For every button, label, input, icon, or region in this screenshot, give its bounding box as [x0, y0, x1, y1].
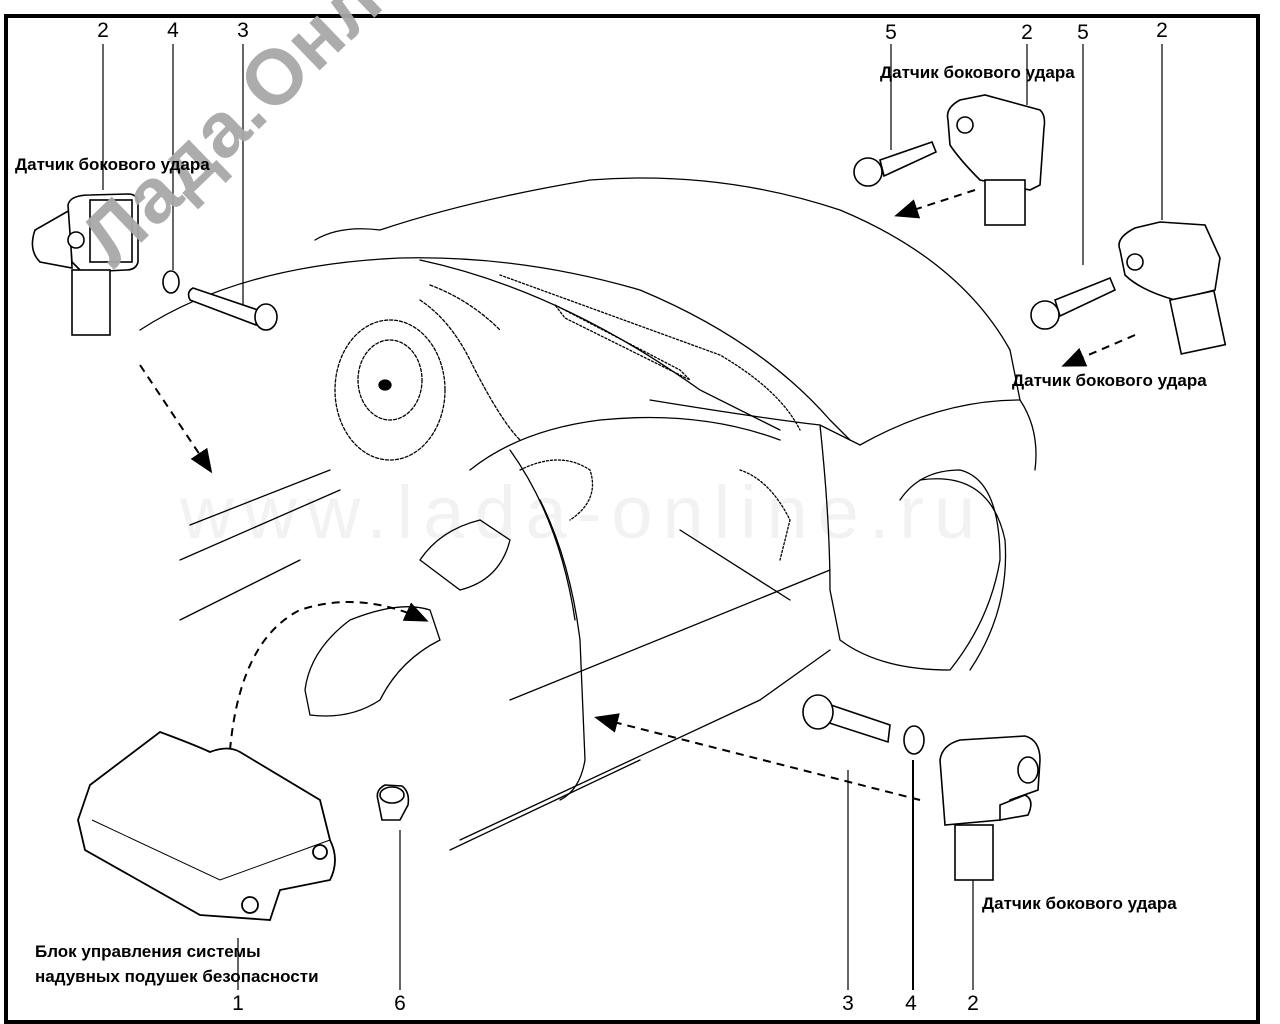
- windshield-top: [139, 257, 851, 441]
- label-side-impact-sensor-top: Датчик бокового удара: [880, 63, 1075, 82]
- roof-line: [314, 177, 1021, 401]
- steering-wheel: [334, 319, 446, 461]
- label-airbag-control-unit: Блок управления системы надувных подушек…: [35, 940, 319, 989]
- label-side-impact-sensor-bottom: Датчик бокового удара: [982, 894, 1177, 913]
- sensor-top-left: [31, 193, 139, 336]
- label-side-impact-sensor-right: Датчик бокового удара: [1012, 371, 1207, 390]
- wheel-arch: [919, 478, 1007, 671]
- callout-number: 1: [232, 992, 244, 1015]
- bolt-top-right-2: [1030, 276, 1117, 330]
- door-edge: [539, 499, 586, 801]
- callout-number: 4: [167, 19, 179, 42]
- bolt-top-right-1: [853, 140, 938, 187]
- bolt-bottom-right: [802, 694, 891, 744]
- dash-vent: [554, 304, 691, 381]
- label-line: надувных подушек безопасности: [35, 966, 319, 986]
- arrow-left-sensor: [139, 364, 213, 474]
- arrow-top-sensor: [894, 189, 976, 219]
- callout-number: 5: [1077, 21, 1089, 44]
- hood-curve: [419, 259, 781, 431]
- callout-number: 2: [97, 19, 109, 42]
- callout-number: 3: [237, 19, 249, 42]
- door-line-2: [509, 449, 576, 621]
- label-side-impact-sensor-left: Датчик бокового удара: [15, 155, 210, 174]
- sill-1: [459, 649, 831, 841]
- callout-number: 6: [394, 992, 406, 1015]
- sensor-top-right-1: [946, 94, 1046, 226]
- rocker-1: [509, 569, 831, 701]
- callout-number: 2: [1156, 19, 1168, 42]
- label-line: Блок управления системы: [35, 942, 261, 961]
- a-pillar: [469, 416, 781, 471]
- callout-number: 2: [1021, 21, 1033, 44]
- callout-number: 4: [905, 992, 917, 1015]
- nut: [376, 784, 410, 821]
- diagram-frame: [4, 14, 1260, 1024]
- sensor-bottom-right: [939, 735, 1041, 881]
- callout-number: 2: [967, 992, 979, 1015]
- center-console: [304, 606, 441, 717]
- floor-line-2: [189, 469, 331, 526]
- airbag-control-unit: [77, 730, 336, 921]
- rocker-2: [179, 559, 301, 621]
- callout-number: 5: [885, 21, 897, 44]
- dash-front: [649, 399, 1037, 471]
- sensor-top-right-2: [1118, 221, 1227, 355]
- arrow-control-unit: [229, 601, 429, 751]
- washer-left: [162, 270, 180, 294]
- callout-number: 3: [842, 992, 854, 1015]
- floor-line-1: [179, 489, 341, 561]
- arrow-right-sensor: [1061, 334, 1136, 367]
- watermark-secondary: www.lada-online.ru: [180, 471, 986, 554]
- bolt-left: [187, 287, 278, 331]
- front-fender: [819, 424, 1001, 671]
- washer-bottom-right: [903, 725, 925, 755]
- sill-2: [449, 759, 641, 851]
